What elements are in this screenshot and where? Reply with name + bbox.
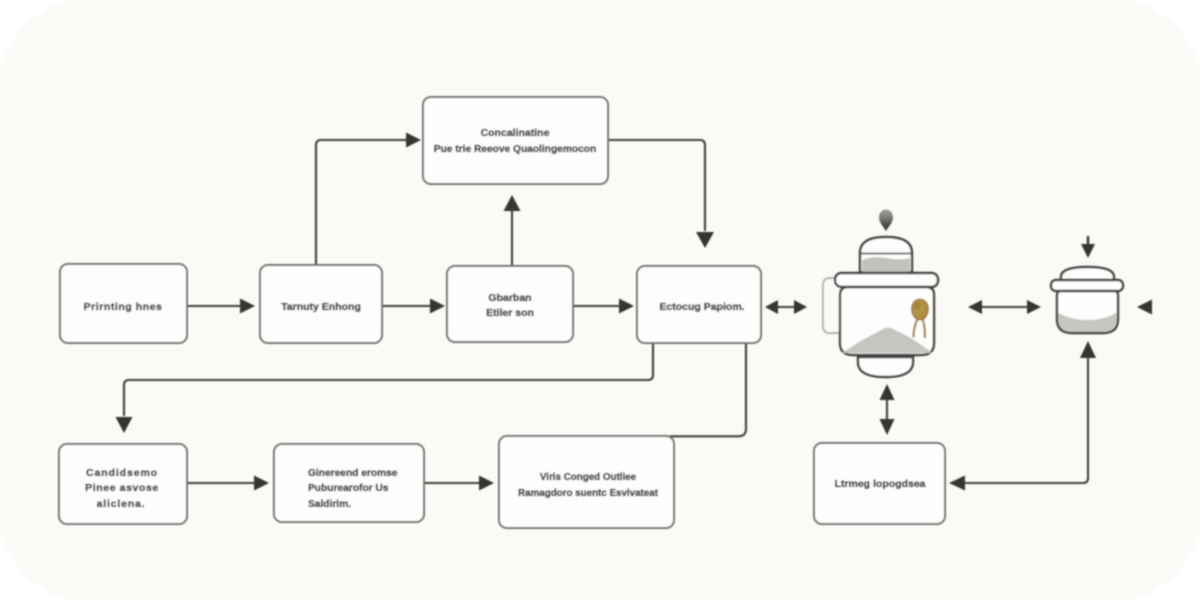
- svg-text:Ectocug Papiom.: Ectocug Papiom.: [659, 301, 744, 313]
- svg-text:Puburearofor Us: Puburearofor Us: [308, 483, 389, 494]
- svg-text:Candidsemo: Candidsemo: [86, 467, 158, 479]
- svg-text:Saldirim.: Saldirim.: [308, 499, 351, 510]
- svg-text:Etiler son: Etiler son: [486, 307, 534, 319]
- svg-text:Ramagdoro suentc Esvivateat: Ramagdoro suentc Esvivateat: [518, 488, 659, 499]
- svg-text:Tarnuty Enhong: Tarnuty Enhong: [281, 301, 361, 313]
- svg-text:Prirnting hnes: Prirnting hnes: [84, 301, 163, 313]
- svg-text:aliclena.: aliclena.: [97, 498, 146, 510]
- svg-text:Ltrmeg lopogdsea: Ltrmeg lopogdsea: [834, 478, 925, 490]
- svg-text:Pinee asvose: Pinee asvose: [85, 482, 159, 494]
- svg-text:Pue trie Reeove Quaolingemocon: Pue trie Reeove Quaolingemocon: [434, 144, 596, 155]
- svg-text:Concalinatine: Concalinatine: [481, 127, 550, 139]
- svg-text:Gbarban: Gbarban: [488, 292, 531, 304]
- svg-text:Ginereend eromse: Ginereend eromse: [308, 468, 398, 479]
- svg-text:Viris Conged Outliee: Viris Conged Outliee: [540, 472, 637, 483]
